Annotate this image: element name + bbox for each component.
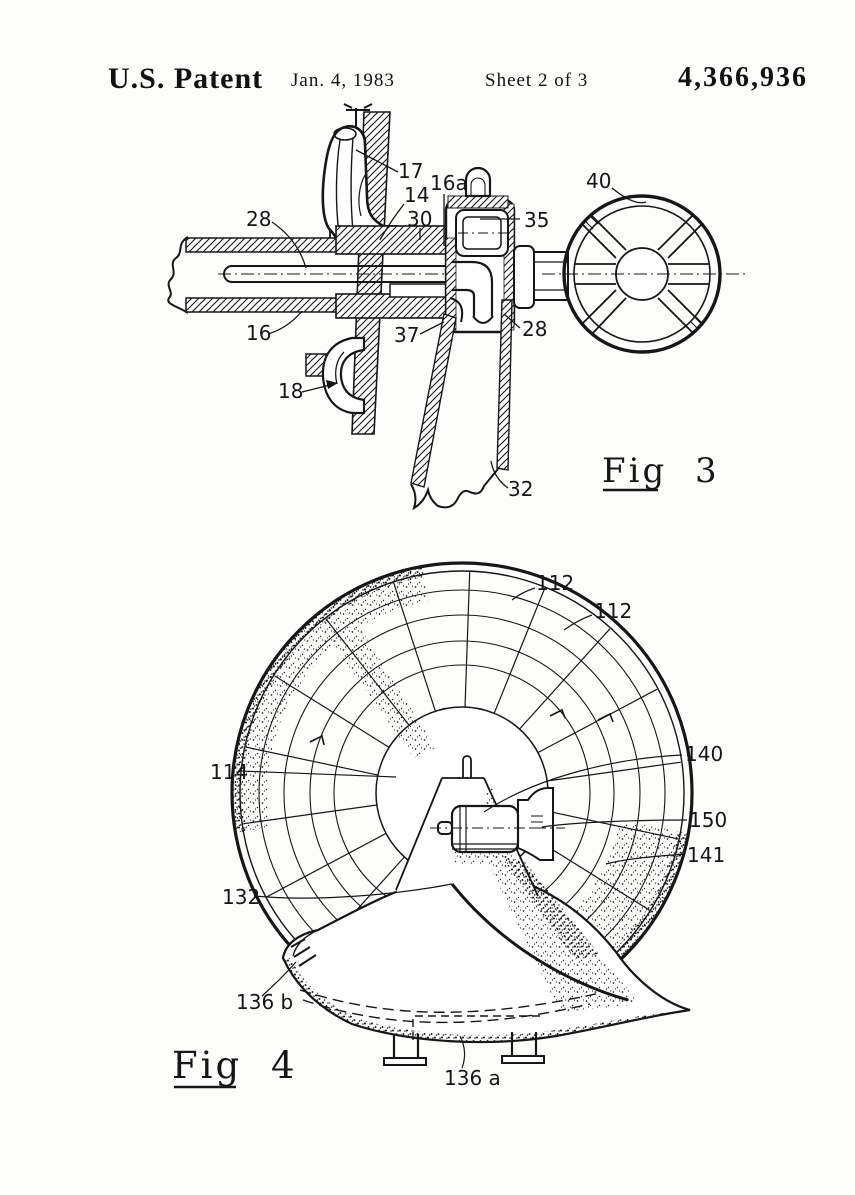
fig3-caption: Fig 3 (602, 451, 720, 492)
figure-3: 17 16a 14 30 35 40 28 16 18 37 28 32 Fig… (167, 103, 748, 511)
fig4-spray-shading (450, 850, 640, 1012)
sheet-number: Sheet 2 of 3 (485, 70, 589, 91)
ref-17: 17 (398, 159, 423, 183)
ref-16: 16 (246, 321, 271, 345)
ref-112-2: 112 (594, 599, 632, 623)
ref-141: 141 (687, 843, 725, 867)
fig3-gland-bottom (335, 283, 461, 319)
ref-132: 132 (222, 885, 260, 909)
fig3-valve (455, 209, 512, 257)
fig4-scroll-inner-edge (450, 883, 629, 1002)
ref-32: 32 (508, 477, 533, 501)
fig3-handwheel (542, 194, 748, 354)
fig4-pedestal-pin (462, 755, 472, 778)
ref-28-right: 28 (522, 317, 547, 341)
fig3-tube-broken-end (167, 236, 189, 314)
fig4-reference-numerals: 112 112 114 140 150 141 132 136 b 136 a (210, 571, 727, 1090)
ref-30: 30 (407, 207, 432, 231)
ref-37: 37 (394, 323, 419, 347)
ref-150: 150 (689, 808, 727, 832)
fig3-trigger-button (447, 166, 509, 209)
fig4-caption-text: Fig 4 (172, 1044, 298, 1087)
ref-136a: 136 a (444, 1066, 501, 1090)
fig4-leader-lines (239, 587, 688, 1069)
fig3-handle-broken-end (410, 468, 499, 511)
fig3-connector (513, 245, 569, 309)
ref-16a: 16a (430, 171, 468, 195)
patent-date: Jan. 4, 1983 (291, 70, 395, 91)
fig4-feet (383, 1032, 545, 1066)
fig4-motor-mount (517, 787, 554, 861)
fig3-elbow-tube (452, 260, 494, 324)
fig4-motor (430, 787, 565, 861)
patent-title: U.S. Patent (108, 62, 264, 95)
ref-112-1: 112 (536, 571, 574, 595)
fig3-leader-lines (267, 149, 647, 489)
fig3-reference-numerals: 17 16a 14 30 35 40 28 16 18 37 28 32 (246, 159, 611, 501)
fig3-lower-flange (449, 297, 464, 323)
fig4-spout-hatch (290, 938, 317, 967)
patent-number: 4,366,936 (678, 62, 808, 93)
ref-35: 35 (524, 208, 549, 232)
fig4-caption: Fig 4 (172, 1044, 298, 1089)
ref-18: 18 (278, 379, 303, 403)
ref-28-left: 28 (246, 207, 271, 231)
ref-140: 140 (685, 742, 723, 766)
fig3-caption-text: Fig 3 (602, 451, 720, 491)
fig4-winding-hooks (309, 708, 614, 746)
fig3-lower-clamp (305, 336, 366, 415)
fig3-handle (410, 299, 513, 511)
ref-136b: 136 b (236, 990, 293, 1014)
figure-4: 112 112 114 140 150 141 132 136 b 136 a … (172, 561, 727, 1090)
fig3-arrowhead (326, 380, 338, 389)
ref-14: 14 (404, 183, 429, 207)
ref-40: 40 (586, 169, 611, 193)
ref-114: 114 (210, 760, 248, 784)
